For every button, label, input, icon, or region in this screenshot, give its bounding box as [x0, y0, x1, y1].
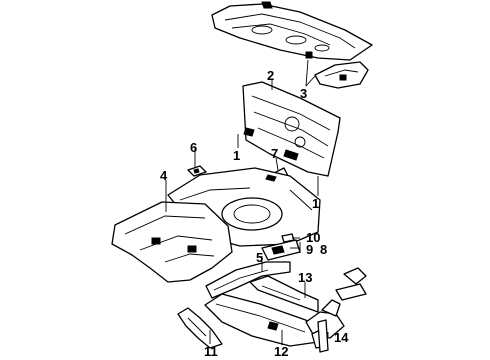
callout-14: 14 — [334, 330, 349, 345]
callout-1-upper: 1 — [233, 148, 240, 163]
left-rail-11 — [177, 307, 223, 349]
callout-1-lower: 1 — [312, 196, 319, 211]
rear-rail-13 — [249, 275, 319, 313]
small-plate-6 — [187, 165, 207, 177]
callout-10: 10 — [306, 230, 320, 245]
callout-9: 9 — [306, 242, 313, 257]
leader-lines — [165, 59, 329, 345]
callout-4: 4 — [160, 168, 168, 183]
callout-8: 8 — [320, 242, 327, 257]
callout-7: 7 — [271, 146, 278, 161]
callout-5: 5 — [256, 250, 263, 265]
callouts: 2 3 6 1 7 4 1 10 9 8 5 13 14 11 12 — [160, 68, 349, 359]
callout-2: 2 — [267, 68, 274, 83]
callout-11: 11 — [204, 344, 218, 359]
bracket-group-8 — [261, 233, 301, 261]
callout-12: 12 — [274, 344, 288, 359]
rear-panel — [242, 81, 341, 177]
end-plate-14 — [317, 319, 329, 353]
floor-section — [111, 201, 233, 283]
rear-package-tray — [211, 1, 373, 61]
callout-3: 3 — [300, 86, 307, 101]
callout-13: 13 — [298, 270, 312, 285]
rear-bracket — [314, 61, 369, 89]
callout-6: 6 — [190, 140, 197, 155]
